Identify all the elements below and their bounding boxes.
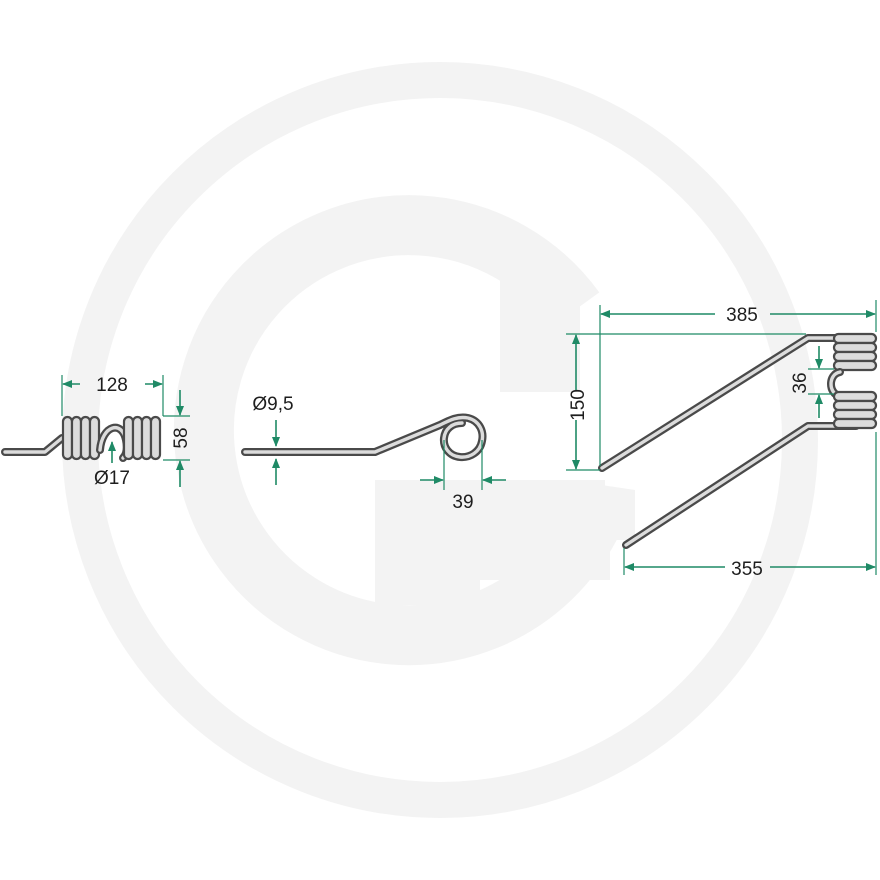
dim-label-385: 385 bbox=[726, 305, 758, 326]
tine-side-view: 385 150 36 355 bbox=[566, 300, 878, 580]
dim-label-128: 128 bbox=[96, 375, 128, 396]
dim-label-355: 355 bbox=[731, 559, 763, 580]
upper-coil-windings bbox=[832, 332, 878, 372]
dim-label-58: 58 bbox=[171, 427, 192, 448]
lower-tine bbox=[622, 422, 860, 549]
right-coil-windings bbox=[122, 415, 162, 461]
dim-label-150: 150 bbox=[568, 389, 589, 421]
coil-side-view: Ø9,5 39 bbox=[241, 394, 506, 513]
dim-label-d17: Ø17 bbox=[94, 468, 130, 489]
dim-label-36: 36 bbox=[790, 372, 811, 393]
dim-label-d9-5: Ø9,5 bbox=[252, 394, 293, 415]
dim-label-39: 39 bbox=[452, 492, 473, 513]
lower-coil-windings bbox=[832, 390, 878, 430]
coil-top-view: 128 58 Ø17 bbox=[1, 375, 192, 489]
left-coil-windings bbox=[61, 415, 101, 461]
